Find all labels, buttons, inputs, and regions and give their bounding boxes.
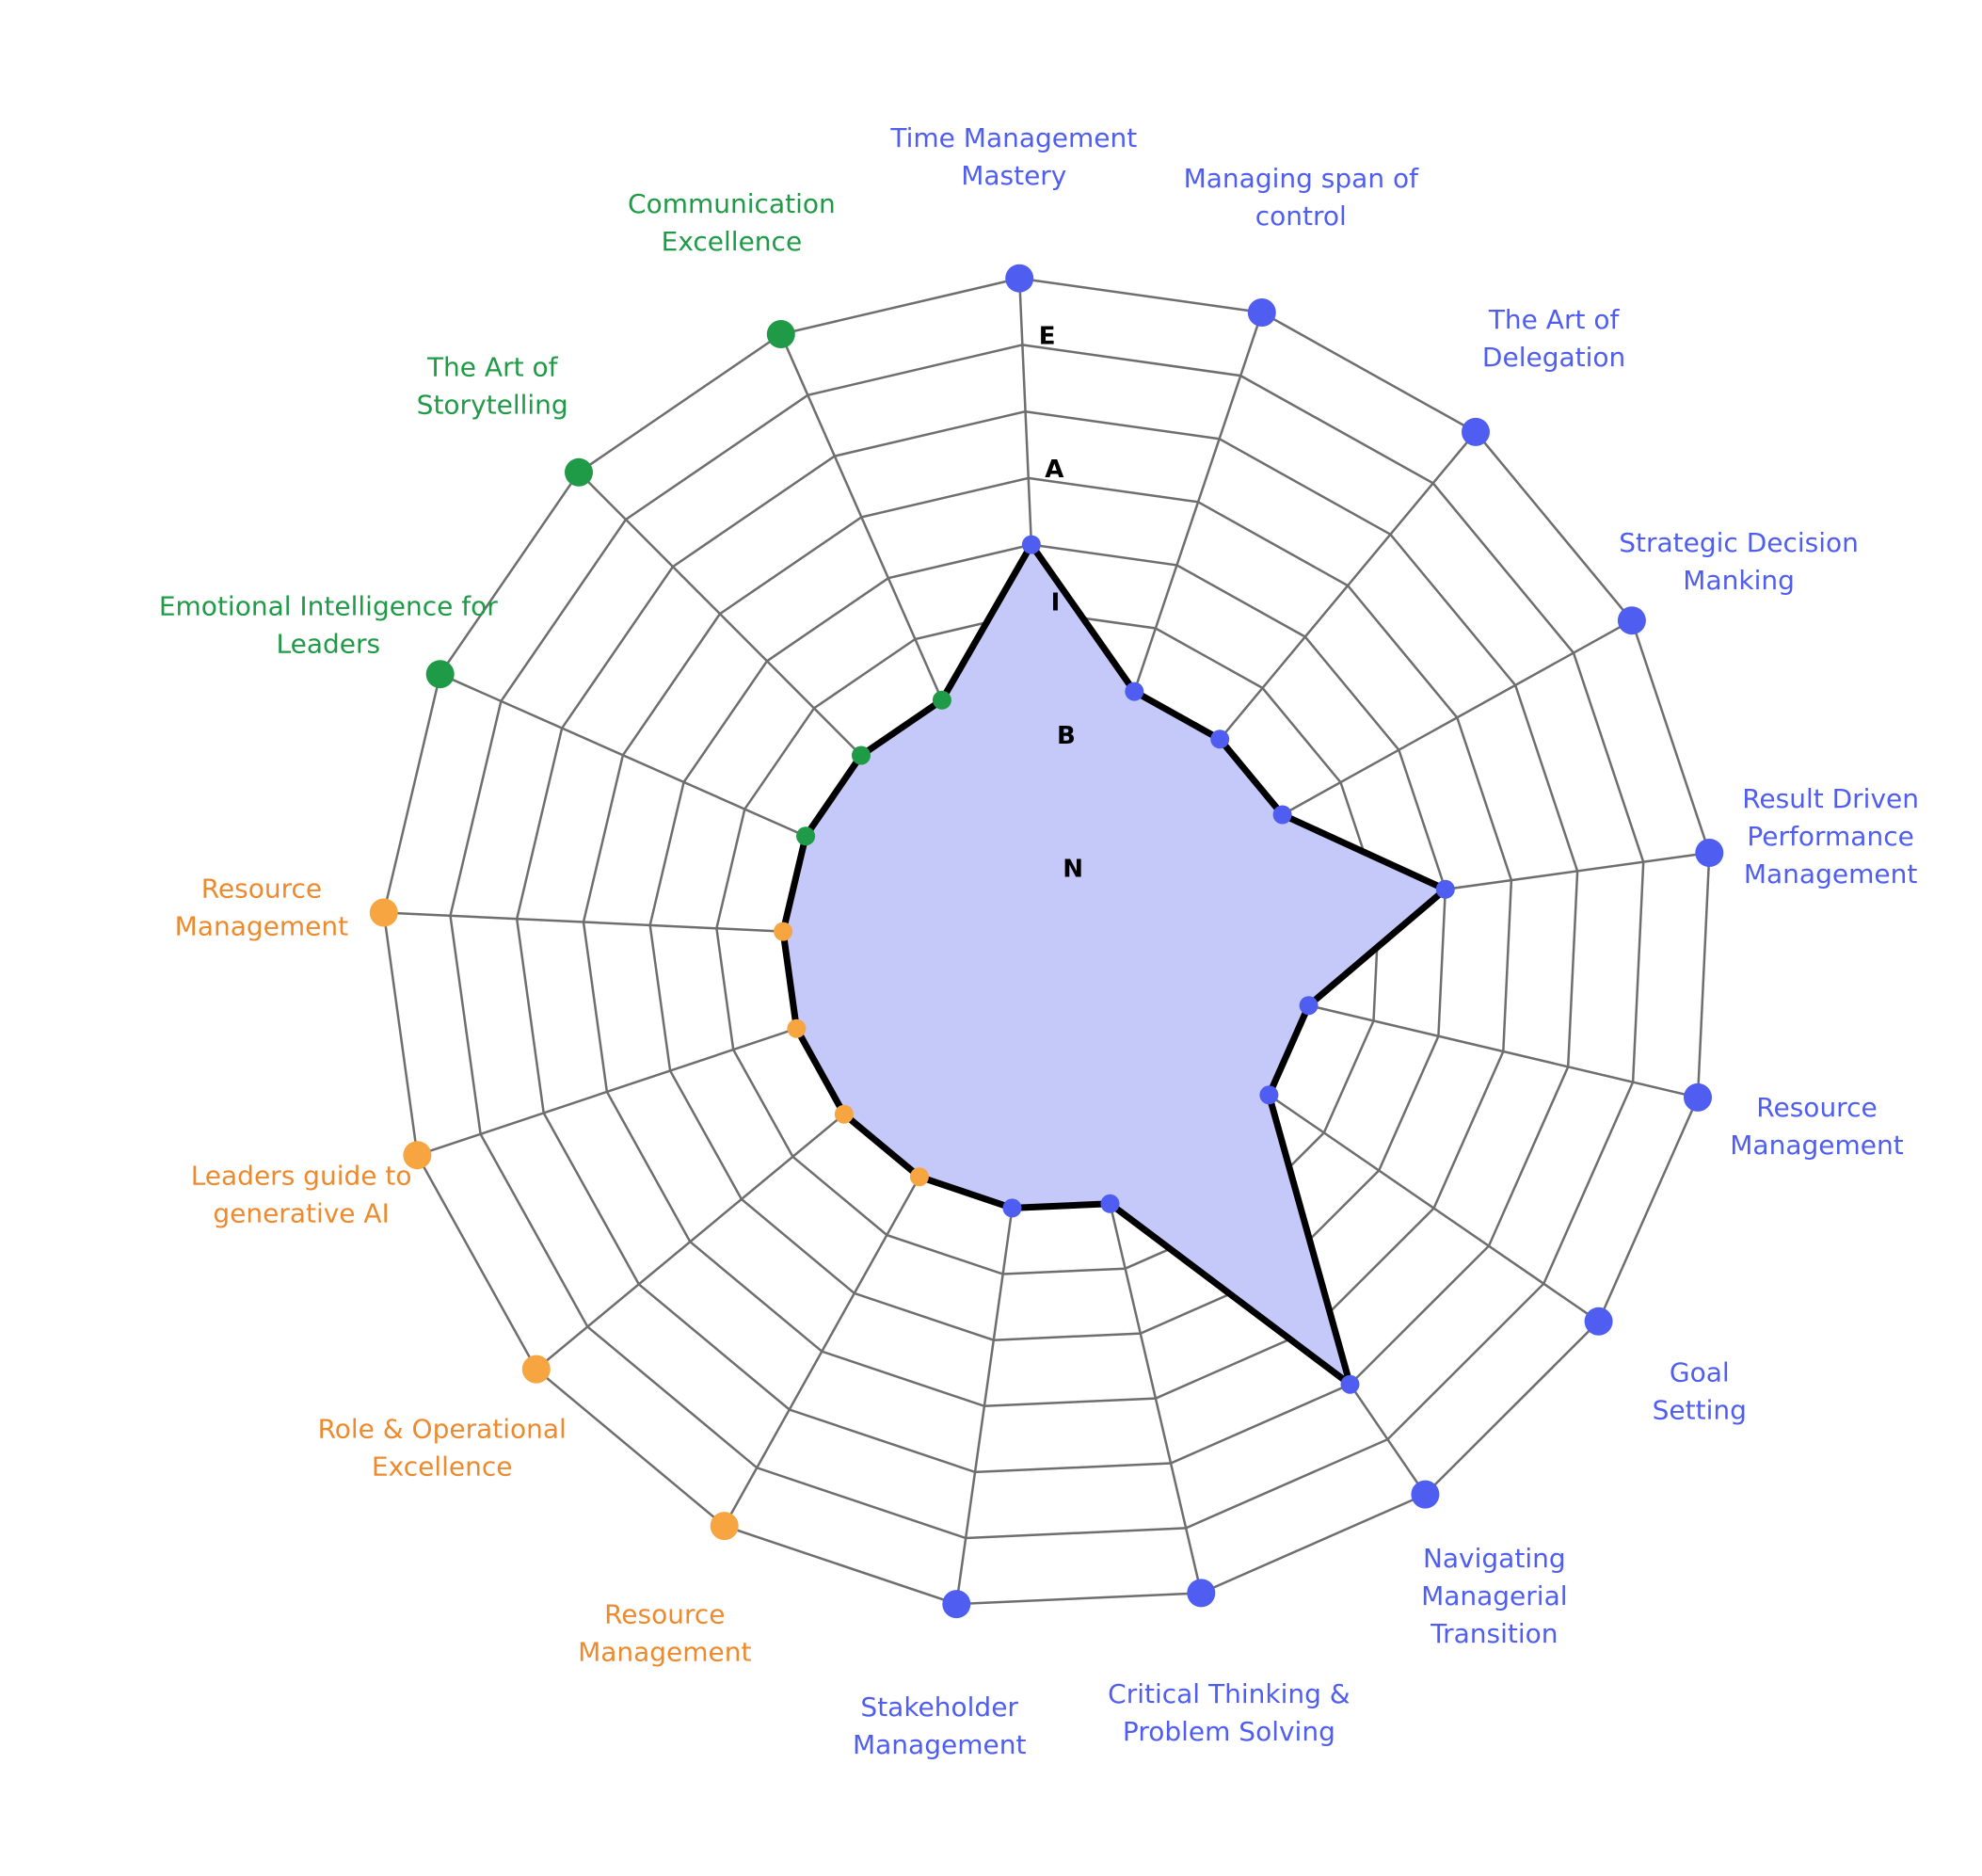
level-labels: N B I A E bbox=[1039, 323, 1083, 884]
axis-end-marker bbox=[521, 1355, 551, 1384]
category-label: Critical Thinking &Problem Solving bbox=[1108, 1678, 1350, 1747]
data-point bbox=[1002, 1198, 1022, 1218]
data-point bbox=[834, 1104, 854, 1124]
axis-end-marker bbox=[1247, 298, 1276, 327]
level-label-a: A bbox=[1045, 456, 1063, 484]
axis-end-marker bbox=[1695, 839, 1724, 867]
grid-ring bbox=[515, 409, 1579, 1474]
data-point bbox=[1272, 805, 1292, 825]
axis-end-marker bbox=[403, 1141, 432, 1170]
data-point bbox=[852, 746, 871, 765]
axis-end-marker bbox=[1462, 417, 1490, 446]
data-point bbox=[1259, 1085, 1279, 1105]
data-point bbox=[787, 1018, 807, 1038]
data-area-polygon bbox=[779, 541, 1449, 1388]
axis-end-marker bbox=[369, 898, 398, 927]
data-point bbox=[1100, 1194, 1120, 1213]
data-points bbox=[774, 535, 1455, 1394]
axis-end-marker bbox=[1411, 1480, 1440, 1509]
axis-end-marker bbox=[1617, 606, 1646, 635]
level-label-i: I bbox=[1051, 589, 1061, 617]
data-point bbox=[796, 826, 816, 846]
data-point bbox=[1021, 535, 1041, 554]
data-point bbox=[1435, 879, 1455, 899]
data-point bbox=[774, 922, 793, 941]
data-point bbox=[1340, 1374, 1360, 1394]
axis-end-marker bbox=[1584, 1307, 1613, 1336]
axis-end-marker bbox=[1005, 264, 1034, 293]
axis-end-marker bbox=[942, 1590, 971, 1619]
axis-end-markers bbox=[369, 264, 1724, 1619]
grid-ring bbox=[582, 476, 1513, 1408]
data-point bbox=[932, 690, 951, 710]
grid-ring bbox=[382, 277, 1711, 1606]
axis-end-marker bbox=[1187, 1579, 1216, 1608]
level-label-b: B bbox=[1057, 722, 1076, 750]
data-area bbox=[779, 541, 1449, 1388]
axis-end-marker bbox=[565, 457, 593, 487]
data-point bbox=[1210, 730, 1230, 749]
axis-end-marker bbox=[710, 1512, 739, 1541]
data-point bbox=[1299, 996, 1319, 1016]
axis-end-marker bbox=[1684, 1082, 1712, 1112]
axis-end-marker bbox=[766, 320, 795, 348]
level-label-e: E bbox=[1039, 323, 1056, 351]
level-label-n: N bbox=[1063, 856, 1083, 884]
data-point bbox=[1125, 681, 1144, 701]
grid-ring bbox=[715, 610, 1381, 1275]
grid-ring bbox=[648, 543, 1447, 1341]
grid-ring bbox=[449, 344, 1645, 1540]
axis-end-marker bbox=[425, 660, 455, 689]
data-point bbox=[909, 1167, 929, 1187]
